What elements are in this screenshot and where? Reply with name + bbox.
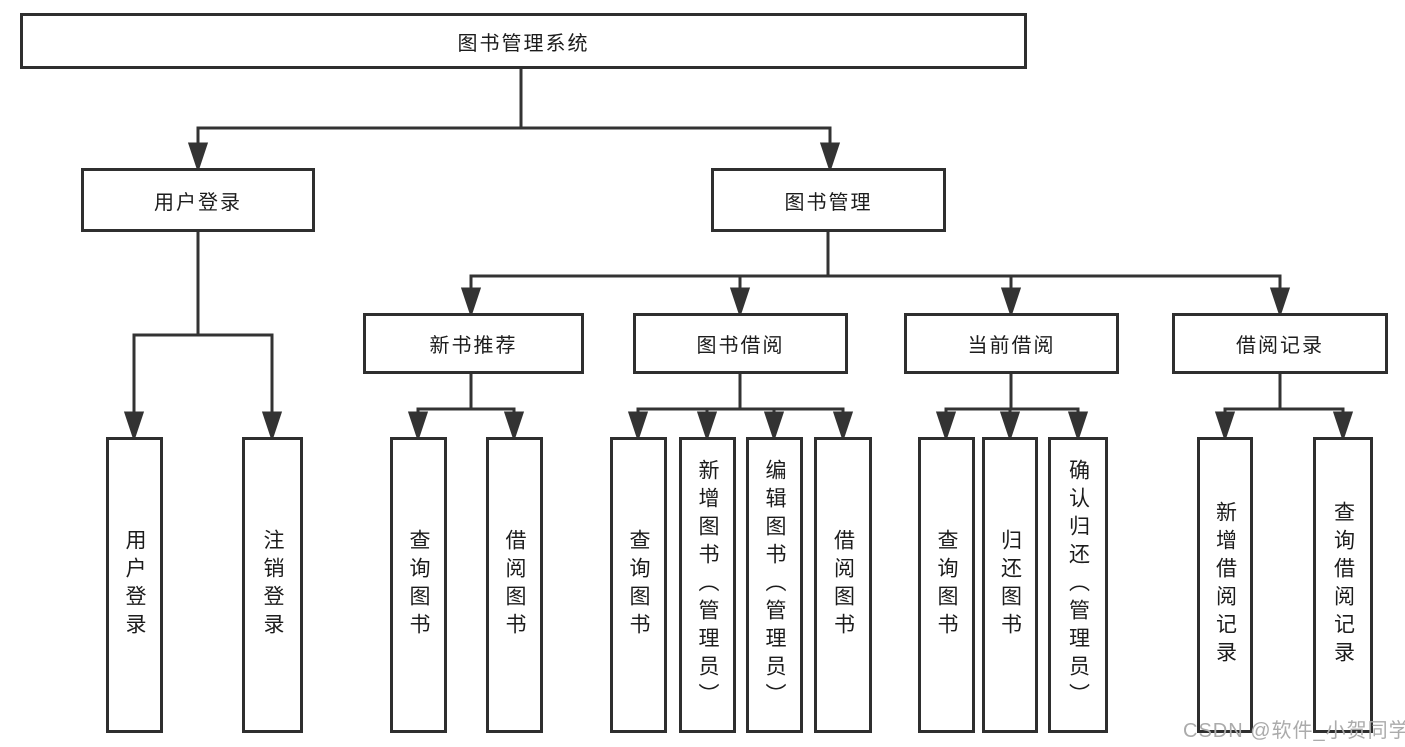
leaf-borrow-books: 借阅图书 (486, 437, 543, 733)
arrowhead-cb-confirm (1067, 411, 1089, 442)
node-library-management-system: 图书管理系统 (20, 13, 1027, 69)
node-label: 图书管理系统 (457, 32, 590, 55)
arrowhead-br-add (1214, 411, 1236, 442)
leaf-edit-books-admin: 编辑图书（管理员） (746, 437, 803, 733)
arrowhead-leaf-user-login (123, 411, 145, 442)
node-label: 新增图书（管理员） (696, 459, 719, 711)
node-label: 新增借阅记录 (1213, 501, 1237, 669)
node-label: 用户登录 (123, 529, 146, 641)
node-label: 查询借阅记录 (1331, 501, 1355, 669)
node-book-management: 图书管理 (711, 168, 946, 232)
node-user-login: 用户登录 (81, 168, 315, 232)
node-label: 查询图书 (407, 529, 430, 641)
arrowhead-new-book (460, 287, 482, 318)
arrowhead-br-query (1332, 411, 1354, 442)
node-label: 图书借阅 (696, 335, 785, 357)
leaf-add-books-admin: 新增图书（管理员） (679, 437, 736, 733)
leaf-borrow-books: 借阅图书 (814, 437, 872, 733)
leaf-query-books: 查询图书 (390, 437, 447, 733)
arrowhead-current-borrow (1000, 287, 1022, 318)
arrowhead-book-mgmt (819, 142, 841, 173)
arrowhead-borrow-record (1269, 287, 1291, 318)
node-current-borrowing: 当前借阅 (904, 313, 1119, 374)
arrowhead-cb-query (935, 411, 957, 442)
node-label: 用户登录 (154, 191, 242, 214)
node-book-borrowing: 图书借阅 (633, 313, 848, 374)
arrowhead-nb-borrow (503, 411, 525, 442)
node-label: 查询图书 (627, 529, 650, 641)
node-label: 当前借阅 (967, 335, 1056, 357)
leaf-user-login: 用户登录 (106, 437, 163, 733)
arrowhead-bb-borrow (832, 411, 854, 442)
arrowhead-book-borrow (729, 287, 751, 318)
node-label: 借阅图书 (503, 529, 526, 641)
arrowhead-nb-query (407, 411, 429, 442)
arrowhead-bb-add (696, 411, 718, 442)
arrowhead-cb-return (999, 411, 1021, 442)
leaf-query-books: 查询图书 (610, 437, 667, 733)
node-label: 查询图书 (935, 529, 958, 641)
leaf-query-books: 查询图书 (918, 437, 975, 733)
leaf-query-borrow-record: 查询借阅记录 (1313, 437, 1373, 733)
arrowhead-user-login (187, 142, 209, 173)
leaf-add-borrow-record: 新增借阅记录 (1197, 437, 1253, 733)
arrowhead-bb-edit (763, 411, 785, 442)
leaf-return-books: 归还图书 (982, 437, 1038, 733)
node-label: 注销登录 (261, 529, 284, 641)
node-label: 借阅图书 (831, 529, 855, 641)
arrowhead-leaf-logout (261, 411, 283, 442)
leaf-confirm-return-admin: 确认归还（管理员） (1048, 437, 1108, 733)
node-borrowing-records: 借阅记录 (1172, 313, 1388, 374)
node-label: 借阅记录 (1236, 335, 1324, 357)
node-label: 图书管理 (784, 191, 873, 214)
node-label: 编辑图书（管理员） (763, 459, 786, 711)
arrowhead-bb-query (627, 411, 649, 442)
node-label: 归还图书 (998, 529, 1022, 641)
node-label: 新书推荐 (429, 335, 518, 357)
leaf-logout: 注销登录 (242, 437, 303, 733)
node-new-book-recommendation: 新书推荐 (363, 313, 584, 374)
node-label: 确认归还（管理员） (1066, 459, 1090, 711)
